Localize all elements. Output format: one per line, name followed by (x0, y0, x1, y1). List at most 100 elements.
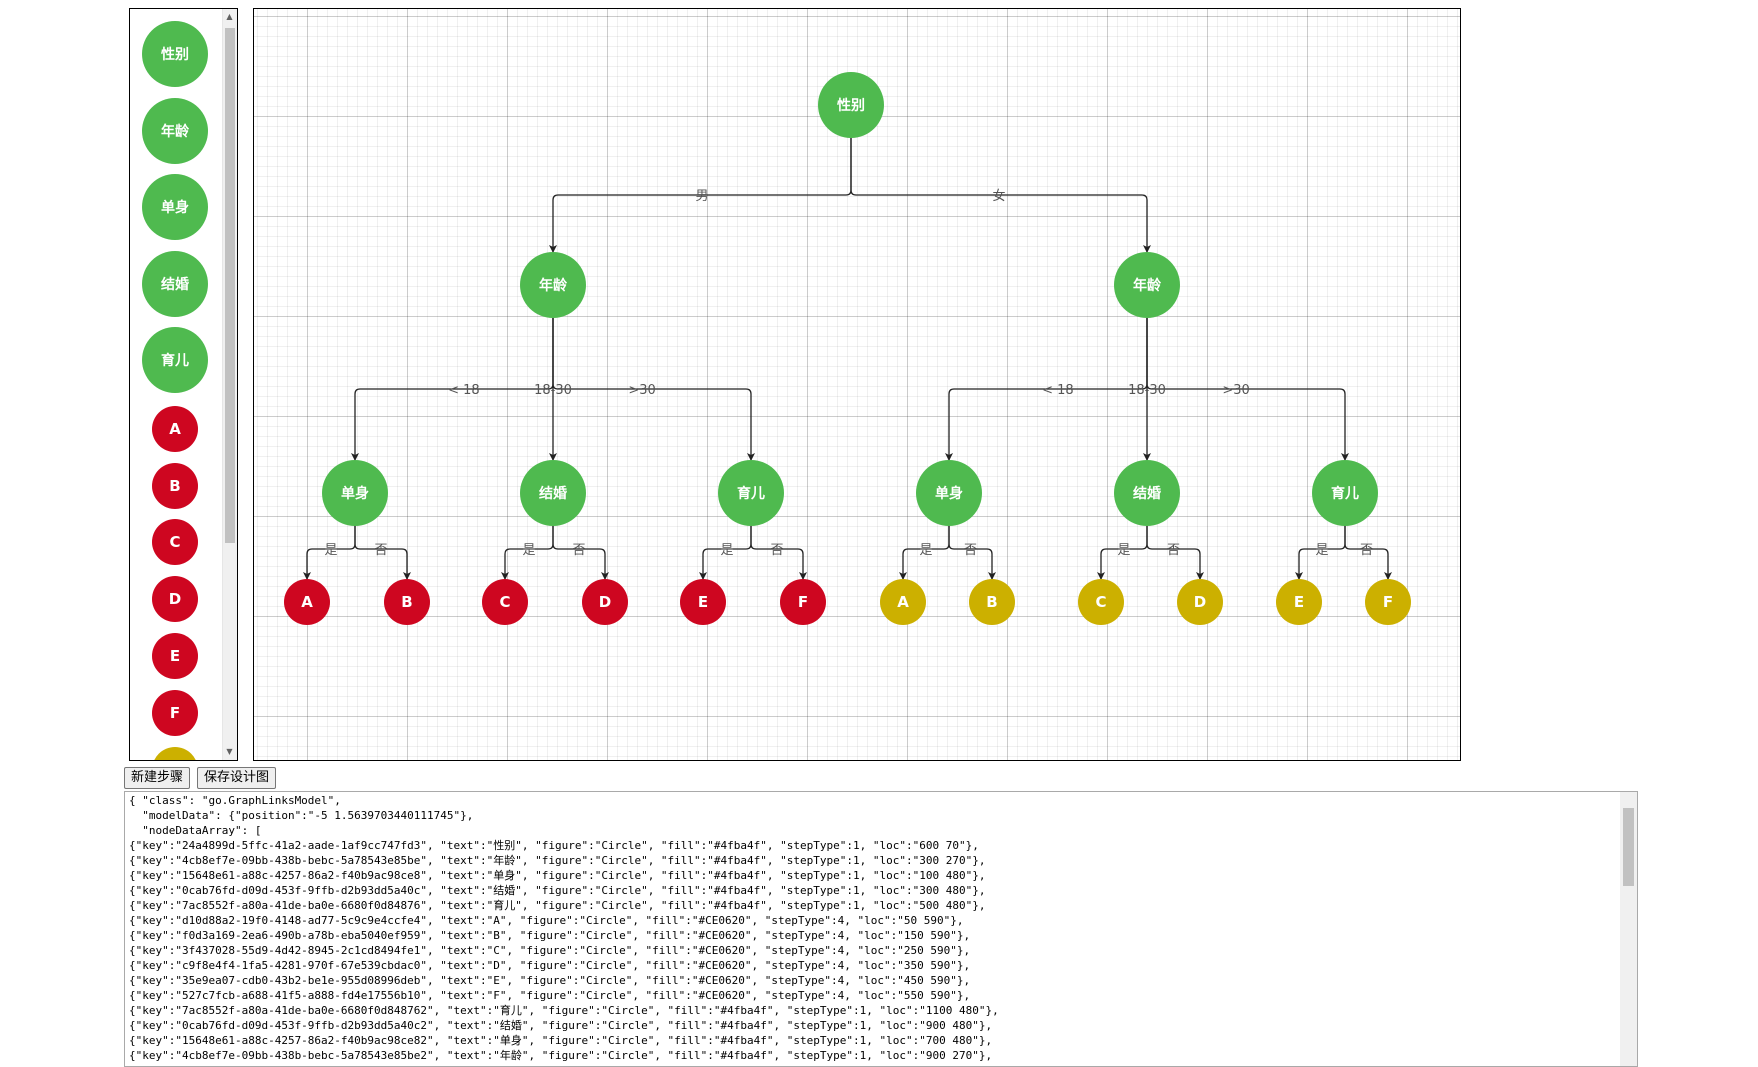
link-arrow[interactable] (948, 526, 996, 580)
diagram-node[interactable]: F (1365, 579, 1411, 625)
diagram-node[interactable]: 年龄 (520, 252, 586, 318)
model-json-textarea[interactable]: { "class": "go.GraphLinksModel", "modelD… (124, 791, 1638, 1067)
node-label: 结婚 (1133, 485, 1161, 502)
node-circle (322, 460, 388, 526)
link-arrow[interactable] (552, 526, 609, 580)
link-arrow[interactable] (1146, 318, 1349, 461)
node-label: E (1294, 593, 1304, 611)
link-arrow[interactable] (1146, 526, 1204, 580)
palette-node[interactable]: 结婚 (142, 251, 208, 317)
diagram-node[interactable]: 育儿 (718, 460, 784, 526)
node-label: 单身 (935, 485, 963, 502)
link-label: 男 (695, 189, 708, 204)
diagram-node[interactable]: B (384, 579, 430, 625)
node-label: C (499, 593, 510, 611)
diagram-node[interactable]: D (1177, 579, 1223, 625)
save-design-button[interactable]: 保存设计图 (197, 767, 277, 789)
link-arrow[interactable] (850, 138, 1151, 253)
palette-node[interactable]: 年龄 (142, 98, 208, 164)
scroll-down-arrow-icon[interactable]: ▼ (226, 747, 233, 756)
palette-node[interactable]: E (152, 633, 198, 679)
node-label: 育儿 (737, 485, 765, 502)
node-label: 单身 (341, 485, 369, 502)
diagram-node[interactable]: 性别 (818, 72, 884, 138)
model-json-text: { "class": "go.GraphLinksModel", "modelD… (129, 794, 999, 1062)
node-circle (1365, 579, 1411, 625)
node-circle (718, 460, 784, 526)
link-label: 否 (964, 543, 977, 558)
new-step-button[interactable]: 新建步骤 (124, 767, 191, 789)
link-label: 女 (992, 188, 1005, 204)
node-circle (916, 460, 982, 526)
node-circle (818, 72, 884, 138)
diagram-node[interactable]: 育儿 (1312, 460, 1378, 526)
palette-node[interactable]: F (152, 690, 198, 736)
node-label: 结婚 (539, 485, 567, 502)
palette-node[interactable]: C (152, 519, 198, 565)
link-arrow[interactable] (750, 526, 807, 580)
node-circle (520, 252, 586, 318)
node-circle (384, 579, 430, 625)
diagram-node[interactable]: 年龄 (1114, 252, 1180, 318)
palette-node[interactable]: B (152, 463, 198, 509)
palette-node[interactable]: D (152, 576, 198, 622)
link-label: >30 (1222, 383, 1249, 398)
diagram-node[interactable]: D (582, 579, 628, 625)
node-label: B (986, 593, 997, 611)
json-scrollbar-thumb[interactable] (1623, 808, 1634, 886)
link-arrow[interactable] (552, 318, 755, 461)
json-scrollbar[interactable] (1620, 792, 1637, 1066)
links-layer (303, 138, 1392, 580)
node-label: F (798, 593, 808, 611)
node-circle (1312, 460, 1378, 526)
node-label: 年龄 (539, 277, 568, 294)
node-label: D (599, 593, 611, 611)
palette-node[interactable]: 育儿 (142, 327, 208, 393)
link-label: >30 (628, 383, 655, 398)
diagram-node[interactable]: E (1276, 579, 1322, 625)
link-arrow[interactable] (354, 526, 411, 580)
diagram-node[interactable]: A (880, 579, 926, 625)
node-circle (1276, 579, 1322, 625)
link-label: 是 (919, 543, 932, 558)
link-label: 是 (324, 543, 337, 558)
link-label: 否 (770, 543, 783, 558)
node-circle (284, 579, 330, 625)
link-label: 否 (572, 543, 585, 558)
diagram-node[interactable]: 结婚 (520, 460, 586, 526)
node-circle (1078, 579, 1124, 625)
diagram-node[interactable]: 单身 (322, 460, 388, 526)
diagram-node[interactable]: A (284, 579, 330, 625)
diagram-node[interactable]: B (969, 579, 1015, 625)
node-circle (680, 579, 726, 625)
scroll-up-arrow-icon[interactable]: ▲ (226, 12, 233, 21)
diagram-node[interactable]: E (680, 579, 726, 625)
palette-node[interactable]: 性别 (142, 21, 208, 87)
link-label: 是 (1315, 543, 1328, 558)
link-label: < 18 (448, 383, 480, 398)
node-label: A (897, 593, 909, 611)
diagram-node[interactable]: F (780, 579, 826, 625)
node-label: 性别 (837, 97, 865, 114)
palette-scrollbar-thumb[interactable] (225, 28, 235, 543)
link-label: 否 (1360, 543, 1373, 558)
diagram-node[interactable]: C (1078, 579, 1124, 625)
palette-node[interactable]: A (152, 406, 198, 452)
diagram-node[interactable]: 单身 (916, 460, 982, 526)
diagram-node[interactable]: 结婚 (1114, 460, 1180, 526)
link-arrow[interactable] (1344, 526, 1392, 580)
palette-node[interactable] (152, 747, 198, 760)
node-circle (1114, 252, 1180, 318)
node-label: D (1194, 593, 1206, 611)
link-label: < 18 (1042, 383, 1074, 398)
link-label: 18-30 (1128, 383, 1166, 398)
node-label: F (1383, 593, 1393, 611)
palette-scrollbar[interactable]: ▲ ▼ (222, 9, 237, 760)
node-circle (880, 579, 926, 625)
palette-node[interactable]: 单身 (142, 174, 208, 240)
diagram-node[interactable]: C (482, 579, 528, 625)
